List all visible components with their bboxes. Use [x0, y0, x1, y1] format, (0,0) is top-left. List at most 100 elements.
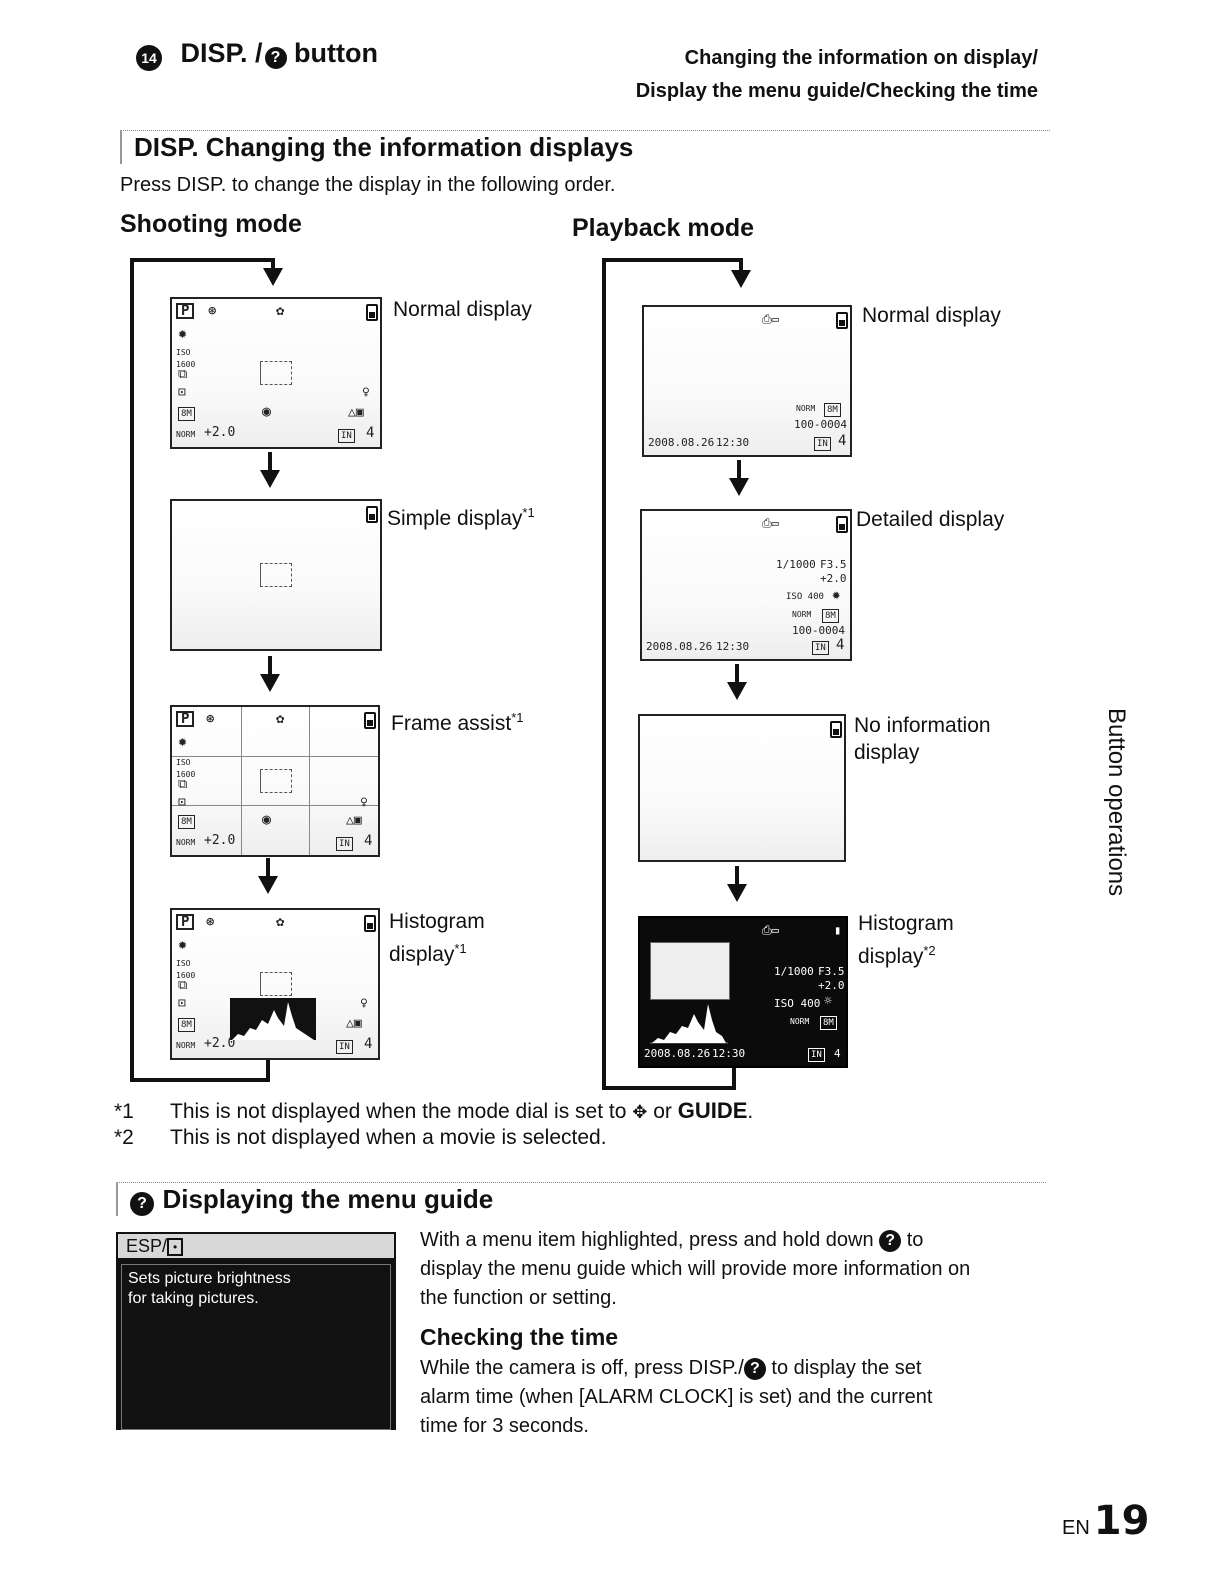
header-right: Changing the information on display/ Dis…	[636, 42, 1038, 108]
playback-detailed-screen: ⎙▭ 1/1000 F3.5 +2.0 ISO 400 ✹ NORM 8M 10…	[640, 509, 852, 661]
drive-icon: ⧉	[178, 980, 187, 992]
label-histogram-line1: Histogram	[389, 908, 485, 935]
label-histogram-pb-line2: display*2	[858, 937, 954, 970]
label-histogram-pb-line1: Histogram	[858, 910, 954, 937]
wb-sun-icon: ✹	[832, 589, 840, 601]
battery-icon	[830, 721, 842, 738]
menu-guide-line1: Sets picture brightness	[128, 1269, 384, 1289]
mode-p-icon: P	[176, 914, 194, 930]
checking-time-paragraph: While the camera is off, press DISP./? t…	[420, 1354, 1060, 1441]
drive-icon: ⧉	[178, 369, 187, 381]
metering-icon: ⊡	[178, 998, 186, 1010]
iso-value: ISO 400	[774, 998, 820, 1010]
arrow-stem	[735, 664, 739, 684]
label-histogram-shooting: Histogram display*1	[389, 908, 485, 968]
shooting-flow-return	[266, 1058, 270, 1082]
section-title-menu-guide: ? Displaying the menu guide	[130, 1184, 493, 1216]
section-bar	[116, 1182, 118, 1216]
metering-icon: ⊡	[178, 387, 186, 399]
playback-mode-heading: Playback mode	[572, 214, 754, 243]
metering-icon: ⊡	[178, 797, 186, 809]
para2-line1-b: to display the set	[766, 1357, 922, 1379]
arrow-down-icon	[727, 682, 747, 700]
exposure-value: +2.0	[818, 980, 845, 992]
section-intro: Press DISP. to change the display in the…	[120, 174, 615, 197]
arrow-down-icon	[731, 270, 751, 288]
date-stamp: 2008.08.26	[644, 1048, 710, 1060]
playback-no-info-screen	[638, 714, 846, 862]
section-title-text: Displaying the menu guide	[162, 1184, 493, 1214]
print-reserve-icon: ⎙▭	[762, 517, 779, 529]
section-title-disp: DISP. Changing the information displays	[134, 132, 633, 163]
arrow-down-icon	[727, 884, 747, 902]
footnote-text: This is not displayed when a movie is se…	[170, 1126, 607, 1149]
macro-icon: ✿	[276, 305, 284, 317]
exposure-value: +2.0	[204, 427, 235, 439]
footnote-ref-1: *1	[522, 505, 534, 520]
para1-line1: With a menu item highlighted, press and …	[420, 1226, 1060, 1255]
memory-in-icon: IN	[808, 1048, 825, 1062]
arrow-down-icon	[260, 470, 280, 488]
af-target-icon	[260, 972, 292, 996]
mode-p-icon: P	[176, 711, 194, 727]
label-histogram-line2: display*1	[389, 935, 485, 968]
footnote-or: or	[647, 1100, 677, 1123]
section-rule	[120, 130, 1050, 131]
menu-guide-screen: ESP/• Sets picture brightness for taking…	[116, 1232, 396, 1430]
label-playback-normal: Normal display	[862, 302, 1001, 329]
footnote-ref-1: *1	[511, 710, 523, 725]
guide-mode-label: GUIDE	[678, 1098, 748, 1123]
label-frame-assist-text: Frame assist	[391, 712, 511, 735]
help-icon: ?	[879, 1230, 901, 1252]
compression-icon: NORM	[176, 837, 195, 849]
stabilizer-icon: △▣	[346, 1018, 362, 1030]
header-title: 14 DISP. /? button	[136, 38, 378, 71]
menu-guide-header: ESP/•	[118, 1234, 394, 1260]
scene-mode-icon: ✥	[632, 1102, 647, 1122]
flash-icon: ⊛	[206, 713, 214, 725]
side-tab-label: Button operations	[1102, 708, 1130, 896]
shooting-flow-left	[130, 258, 134, 1082]
compression-icon: NORM	[790, 1016, 809, 1028]
shooting-flow-bottom	[130, 1078, 270, 1082]
mode-p-icon: P	[176, 303, 194, 319]
para2-line1: While the camera is off, press DISP./? t…	[420, 1354, 1060, 1383]
playback-histogram-screen: ⎙▭ ▮ 1/1000 F3.5 +2.0 ISO 400 ☼ NORM 8M …	[638, 916, 848, 1068]
shooting-mode-heading: Shooting mode	[120, 210, 302, 239]
grid-line	[172, 756, 378, 757]
arrow-down-icon	[260, 674, 280, 692]
shots-remaining: 4	[364, 835, 372, 847]
flash-icon: ⊛	[206, 916, 214, 928]
menu-guide-body: Sets picture brightness for taking pictu…	[121, 1264, 391, 1430]
battery-icon	[366, 304, 378, 321]
exposure-value: +2.0	[204, 835, 235, 847]
image-size-icon: 8M	[178, 407, 195, 421]
battery-icon	[836, 312, 848, 329]
label-histogram-playback: Histogram display*2	[858, 910, 954, 970]
histogram-graph	[230, 998, 316, 1040]
shooting-flow-top	[134, 258, 274, 262]
battery-icon	[364, 915, 376, 932]
histogram-graph	[650, 1000, 728, 1044]
label-no-information-line1: No information	[854, 712, 991, 739]
label-simple-display-text: Simple display	[387, 507, 522, 530]
footnote-1: *1This is not displayed when the mode di…	[114, 1098, 753, 1124]
battery-icon	[836, 516, 848, 533]
section-rule	[116, 1182, 1046, 1183]
label-histogram-pb-line2-text: display	[858, 945, 923, 968]
arrow-down-icon	[263, 268, 283, 286]
frame-count: 4	[836, 639, 844, 651]
para2-line1-a: While the camera is off, press DISP./	[420, 1357, 744, 1379]
shooting-frame-assist-screen: P ⊛ ✿ ✹ ISO 1600 ⧉ ⊡ 8M NORM +2.0 ◉ ♀ △▣…	[170, 705, 380, 857]
time-stamp: 12:30	[716, 641, 749, 653]
frame-count: 4	[838, 435, 846, 447]
macro-icon: ✿	[276, 713, 284, 725]
voice-icon: ♀	[362, 387, 370, 399]
battery-icon	[366, 506, 378, 523]
compression-icon: NORM	[796, 403, 815, 415]
flash-icon: ⊛	[208, 305, 216, 317]
button-number-badge: 14	[136, 45, 162, 71]
playback-normal-screen: ⎙▭ NORM 8M 100-0004 2008.08.26 12:30 IN …	[642, 305, 852, 457]
header-button-label: button	[287, 38, 378, 68]
